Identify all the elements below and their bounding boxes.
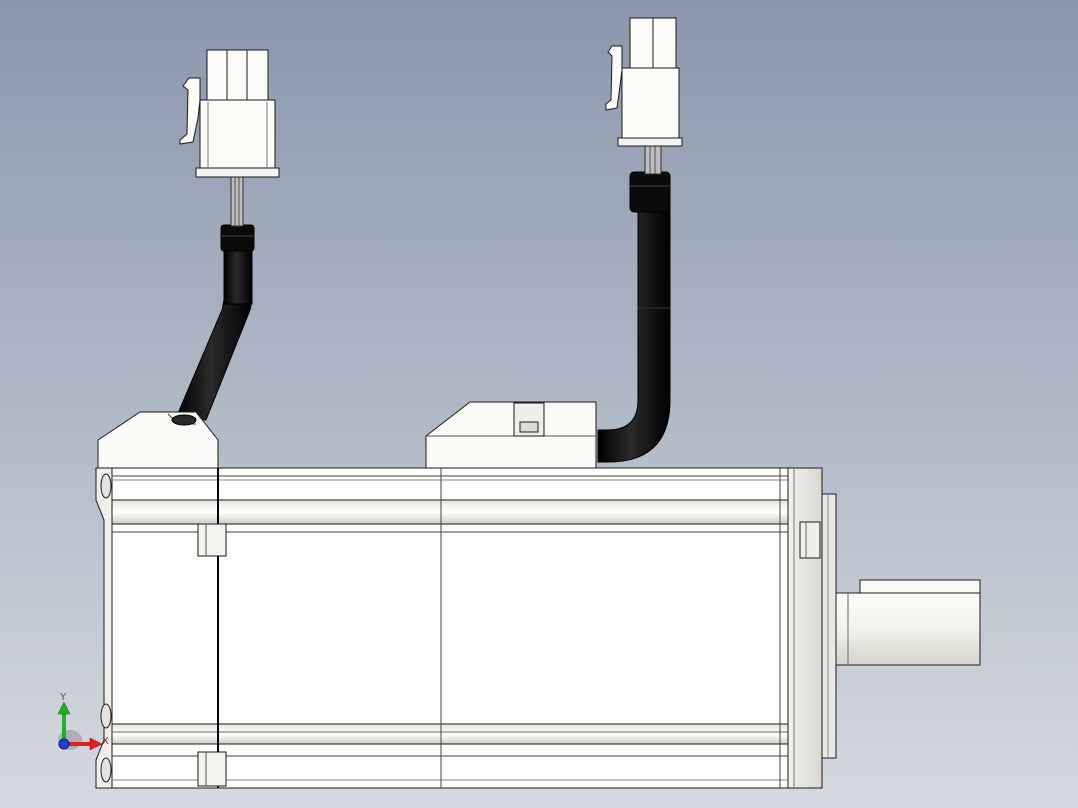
triad-z-axis — [58, 738, 70, 750]
encoder-connector-wires — [644, 143, 662, 175]
flange-pilot — [821, 493, 837, 759]
housing-clip-upper — [197, 523, 227, 557]
encoder-connector[interactable] — [605, 17, 683, 147]
encoder-cable — [597, 204, 671, 463]
flange-bolt — [799, 521, 821, 559]
front-flange — [787, 467, 823, 789]
encoder-housing — [425, 401, 597, 469]
housing-clip-lower — [197, 751, 227, 787]
encoder-cable-boot — [629, 171, 671, 213]
output-shaft — [835, 592, 981, 666]
encoder-cable-assembly[interactable] — [597, 17, 683, 463]
top-rib — [111, 499, 789, 525]
triad-y-label: Y — [59, 692, 67, 703]
power-cable-assembly[interactable] — [175, 49, 280, 421]
power-connector-wires — [230, 175, 244, 227]
bottom-rib — [111, 723, 789, 745]
power-connector[interactable] — [179, 49, 280, 178]
power-cable-boot — [220, 224, 255, 252]
motor-body[interactable] — [95, 401, 981, 789]
triad-x-label: X — [102, 736, 109, 747]
orientation-triad: Y X — [57, 692, 109, 751]
power-cable-sleeve — [223, 247, 253, 305]
